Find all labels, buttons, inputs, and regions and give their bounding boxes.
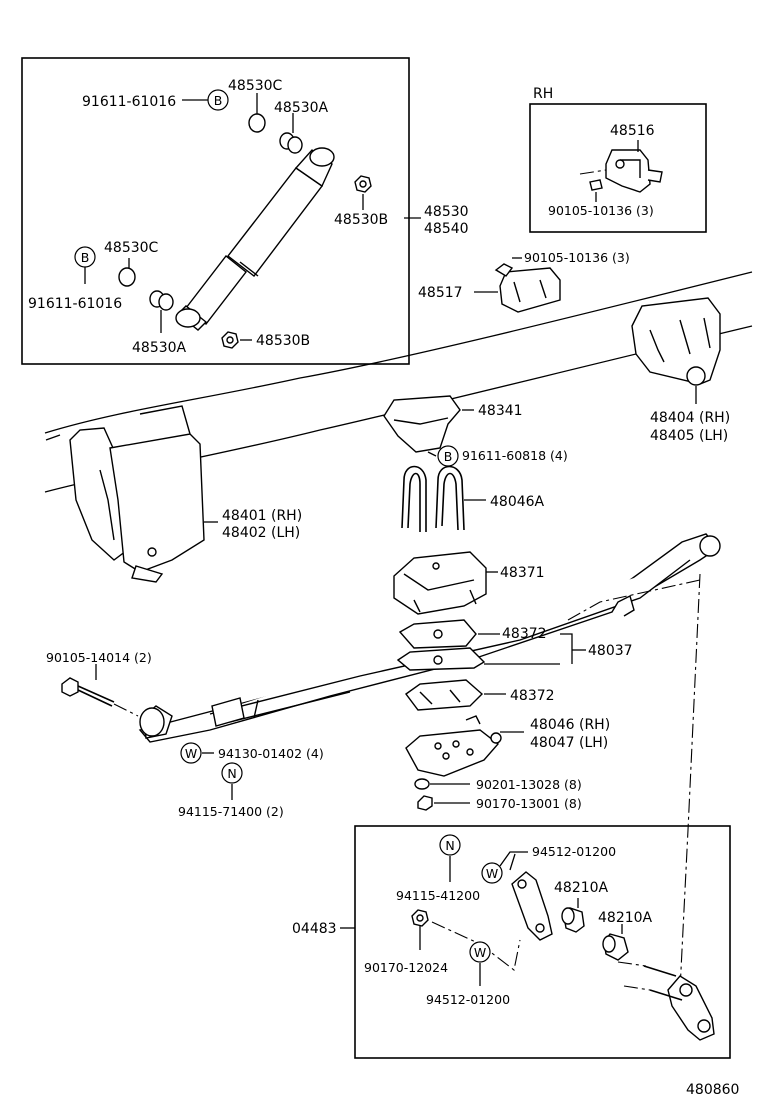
label-94512-01200-bottom: 94512-01200 — [426, 992, 510, 1007]
b-symbol-91611-60818: B — [437, 445, 459, 467]
bushing-48530A-bottom — [149, 290, 174, 311]
w-symbol-text: W — [185, 746, 197, 761]
label-48402: 48402 (LH) — [222, 525, 300, 541]
label-48516: 48516 — [610, 123, 655, 139]
nut-48530B-right — [354, 175, 372, 193]
nut-90170-13001 — [417, 795, 433, 811]
label-90105-10136-rh: 90105-10136 (3) — [548, 203, 654, 218]
label-48540: 48540 — [424, 221, 469, 237]
b-symbol-top: B — [207, 89, 229, 111]
u-bolt-48046A — [401, 465, 465, 532]
label-48530A-top: 48530A — [274, 100, 329, 116]
label-90201-13028: 90201-13028 (8) — [476, 777, 582, 792]
spring-plate-48046 — [405, 715, 502, 777]
n-symbol-text: N — [445, 838, 454, 853]
label-48530A-bottom: 48530A — [132, 340, 187, 356]
spring-bracket-48401 — [69, 405, 205, 583]
label-90170-12024: 90170-12024 — [364, 960, 448, 975]
w-symbol-94130: W — [180, 742, 202, 764]
bracket-48516 — [605, 149, 663, 193]
label-94115-41200: 94115-41200 — [396, 888, 480, 903]
label-48405: 48405 (LH) — [650, 428, 728, 444]
bolt-90105-14014 — [61, 677, 139, 717]
label-48404: 48404 (RH) — [650, 410, 730, 426]
spring-seat-48341 — [383, 395, 461, 453]
label-91611-61016-left: 91611-61016 — [28, 296, 122, 312]
label-04483: 04483 — [292, 921, 337, 937]
w-symbol-text: W — [486, 866, 498, 881]
label-48530B-right: 48530B — [334, 212, 388, 228]
w-symbol-94512-bottom: W — [469, 941, 491, 963]
label-48401: 48401 (RH) — [222, 508, 302, 524]
label-48210A-right: 48210A — [598, 910, 653, 926]
bushing-48530A-top — [279, 132, 303, 154]
label-48530B-bottom: 48530B — [256, 333, 310, 349]
label-48517: 48517 — [418, 285, 463, 301]
bushing-48530C-top — [248, 113, 266, 133]
bushing-48210A-top — [561, 907, 585, 933]
pad-48372-top — [396, 619, 486, 671]
label-91611-60818: 91611-60818 (4) — [462, 448, 568, 463]
b-symbol-left: B — [74, 246, 96, 268]
label-94130-01402: 94130-01402 (4) — [218, 746, 324, 761]
washer-90201-13028 — [414, 778, 430, 790]
part-labels: 48530C 91611-61016 48530A 48530B 48530 4… — [28, 78, 739, 1098]
shackle-plate-outer — [643, 965, 715, 1041]
label-91611-61016-top: 91611-61016 — [82, 94, 176, 110]
label-48341: 48341 — [478, 403, 523, 419]
spring-hanger-48404 — [631, 297, 721, 386]
label-48371: 48371 — [500, 565, 545, 581]
label-90170-13001: 90170-13001 (8) — [476, 796, 582, 811]
label-48372-bottom: 48372 — [510, 688, 555, 704]
label-90105-10136: 90105-10136 (3) — [524, 250, 630, 265]
shackle-plate-inner — [511, 871, 553, 941]
w-symbol-94512-top: W — [481, 862, 503, 884]
rh-bracket-box — [529, 103, 707, 233]
bracket-48517 — [494, 263, 561, 313]
label-48037: 48037 — [588, 643, 633, 659]
bolt-rh-small — [589, 179, 603, 191]
label-48530: 48530 — [424, 204, 469, 220]
n-symbol-text: N — [227, 766, 236, 781]
label-90105-14014: 90105-14014 (2) — [46, 650, 152, 665]
pad-48372-bottom — [405, 679, 484, 711]
label-94115-71400: 94115-71400 (2) — [178, 804, 284, 819]
shock-absorber-box — [21, 57, 410, 365]
nut-48530B-bottom — [221, 331, 239, 349]
label-94512-01200-top: 94512-01200 — [532, 844, 616, 859]
shackle-box — [354, 825, 731, 1059]
label-48530C-left: 48530C — [104, 240, 159, 256]
label-rh: RH — [533, 86, 553, 102]
plate-48371 — [393, 551, 487, 615]
b-symbol-text: B — [81, 250, 90, 265]
b-symbol-text: B — [214, 93, 223, 108]
label-48210A-top: 48210A — [554, 880, 609, 896]
bushing-48210A-right — [602, 933, 629, 961]
diagram-id: 480860 — [686, 1082, 739, 1098]
label-48530C-top: 48530C — [228, 78, 283, 94]
bushing-48530C-left — [118, 267, 136, 287]
n-symbol-94115-71400: N — [221, 762, 243, 784]
w-symbol-text: W — [474, 945, 486, 960]
b-symbol-text: B — [444, 449, 453, 464]
label-48047: 48047 (LH) — [530, 735, 608, 751]
label-48372-top: 48372 — [502, 626, 547, 642]
nut-90170-12024 — [411, 909, 429, 927]
label-48046A: 48046A — [490, 494, 545, 510]
label-48046: 48046 (RH) — [530, 717, 610, 733]
shock-absorber — [175, 147, 335, 331]
n-symbol-94115-41200: N — [439, 834, 461, 856]
